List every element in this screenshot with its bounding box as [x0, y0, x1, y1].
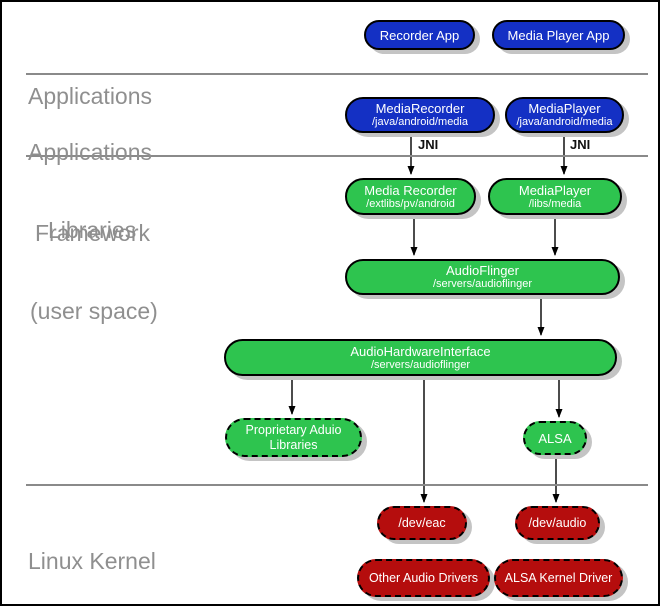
layer-label-text: Applications — [28, 83, 153, 109]
node-subtitle: /java/android/media — [371, 116, 468, 128]
node-title: ALSA — [538, 430, 572, 446]
node-title: MediaPlayer — [518, 182, 592, 198]
jni-label-left: JNI — [418, 137, 439, 152]
layer-label-linux-kernel: Linux Kernel — [28, 494, 156, 604]
divider-applications-framework — [26, 73, 648, 75]
layer-label-text: Linux Kernel — [28, 548, 156, 574]
node-title: Media Recorder — [364, 182, 457, 198]
node-title: ALSA Kernel Driver — [504, 570, 613, 585]
node-audiohardwareinterface: AudioHardwareInterface /servers/audiofli… — [224, 339, 617, 376]
node-dev-eac: /dev/eac — [377, 506, 467, 540]
layer-label-text: Libraries — [48, 217, 137, 243]
node-title: MediaRecorder — [375, 101, 465, 116]
node-alsa-kernel-driver: ALSA Kernel Driver — [494, 559, 623, 597]
divider-framework-libraries — [26, 155, 648, 157]
node-mediaplayer-lib: MediaPlayer /libs/media — [488, 178, 622, 215]
node-subtitle: /servers/audioflinger — [370, 358, 471, 371]
node-mediarecorder-framework: MediaRecorder /java/android/media — [345, 97, 495, 133]
jni-label-right: JNI — [570, 137, 591, 152]
node-title: /dev/audio — [528, 515, 587, 530]
node-subtitle: Libraries — [269, 437, 318, 452]
layer-label-text: (user space) — [30, 298, 158, 324]
layer-label-text: Framework — [35, 220, 151, 246]
node-dev-audio: /dev/audio — [515, 506, 600, 540]
divider-libraries-kernel — [26, 484, 648, 486]
node-title: Media Player App — [507, 27, 610, 43]
node-media-player-app: Media Player App — [492, 20, 625, 50]
node-title: MediaPlayer — [528, 101, 601, 116]
layer-label-libraries: Libraries (user space) — [30, 163, 158, 379]
node-title: Other Audio Drivers — [368, 570, 479, 585]
node-subtitle: /extlibs/pv/android — [366, 197, 455, 210]
node-title: /dev/eac — [398, 515, 446, 530]
node-title: AudioFlinger — [446, 263, 519, 278]
node-subtitle: /java/android/media — [516, 116, 613, 128]
layer-label-applications: Applications — [28, 29, 152, 164]
node-subtitle: /servers/audioflinger — [432, 278, 533, 290]
node-mediaplayer-framework: MediaPlayer /java/android/media — [505, 97, 624, 133]
node-subtitle: /libs/media — [528, 197, 582, 210]
node-title: Proprietary Aduio — [245, 422, 342, 437]
node-other-audio-drivers: Other Audio Drivers — [357, 559, 490, 597]
node-audioflinger: AudioFlinger /servers/audioflinger — [345, 259, 620, 295]
layer-label-applications-framework: Applications Framework — [28, 85, 152, 301]
node-recorder-app: Recorder App — [364, 20, 475, 50]
layer-label-text: Applications — [28, 139, 153, 165]
node-alsa: ALSA — [523, 421, 587, 455]
node-media-recorder-lib: Media Recorder /extlibs/pv/android — [345, 178, 476, 215]
node-title: Recorder App — [379, 27, 460, 43]
node-title: AudioHardwareInterface — [350, 343, 491, 359]
node-proprietary-audio-libraries: Proprietary Aduio Libraries — [225, 418, 362, 457]
